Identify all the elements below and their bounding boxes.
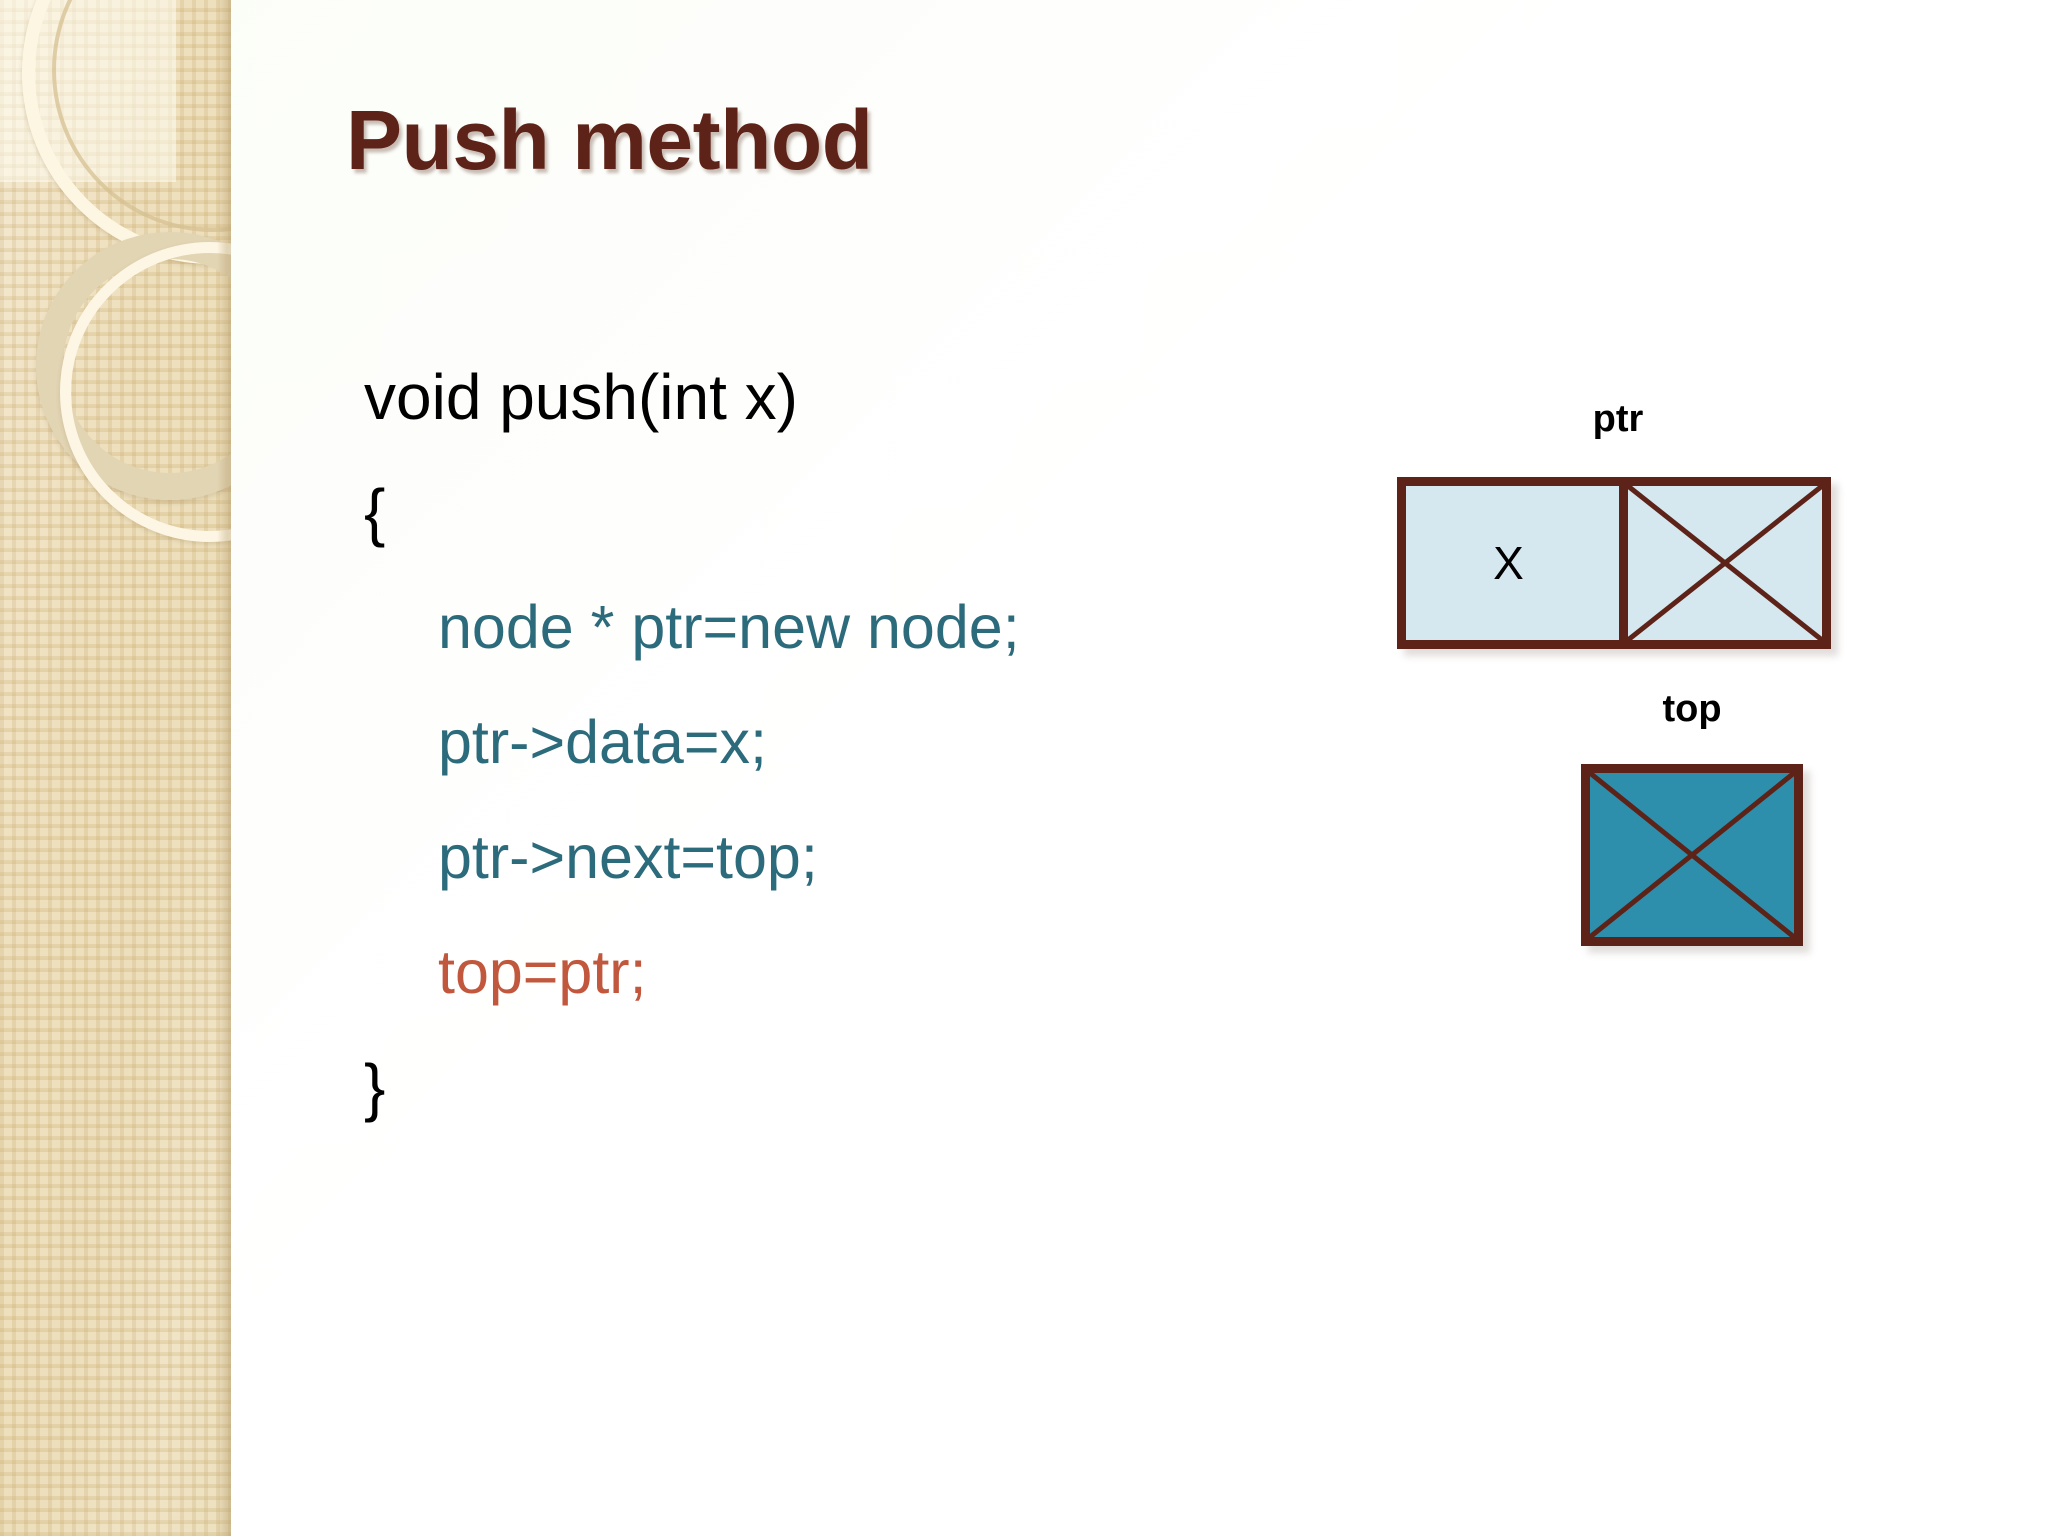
cross-icon — [1628, 486, 1822, 640]
cross-icon — [1590, 773, 1794, 937]
code-line-set-next: ptr->next=top; — [438, 823, 818, 891]
slide-title: Push method — [346, 93, 873, 187]
code-line-set-data: ptr->data=x; — [438, 708, 767, 776]
code-line-open-brace: { — [364, 476, 386, 548]
code-line-close-brace: } — [364, 1051, 386, 1123]
ptr-node-next-cell — [1628, 486, 1822, 640]
code-line-set-top: top=ptr; — [438, 938, 647, 1006]
sidebar-edge-shade — [217, 0, 231, 1536]
code-block: void push(int x) { node * ptr=new node; … — [364, 340, 1144, 1145]
code-line-signature: void push(int x) — [364, 361, 798, 433]
top-node-label: top — [1662, 688, 1722, 730]
decorative-sidebar — [0, 0, 231, 1536]
code-line-new-node: node * ptr=new node; — [438, 593, 1020, 661]
top-node-box — [1581, 764, 1803, 946]
ptr-node-data-cell: X — [1406, 486, 1628, 640]
ptr-node-label: ptr — [1592, 398, 1644, 440]
ptr-node-data-value: X — [1493, 537, 1524, 589]
ptr-node-box: X — [1397, 477, 1831, 649]
